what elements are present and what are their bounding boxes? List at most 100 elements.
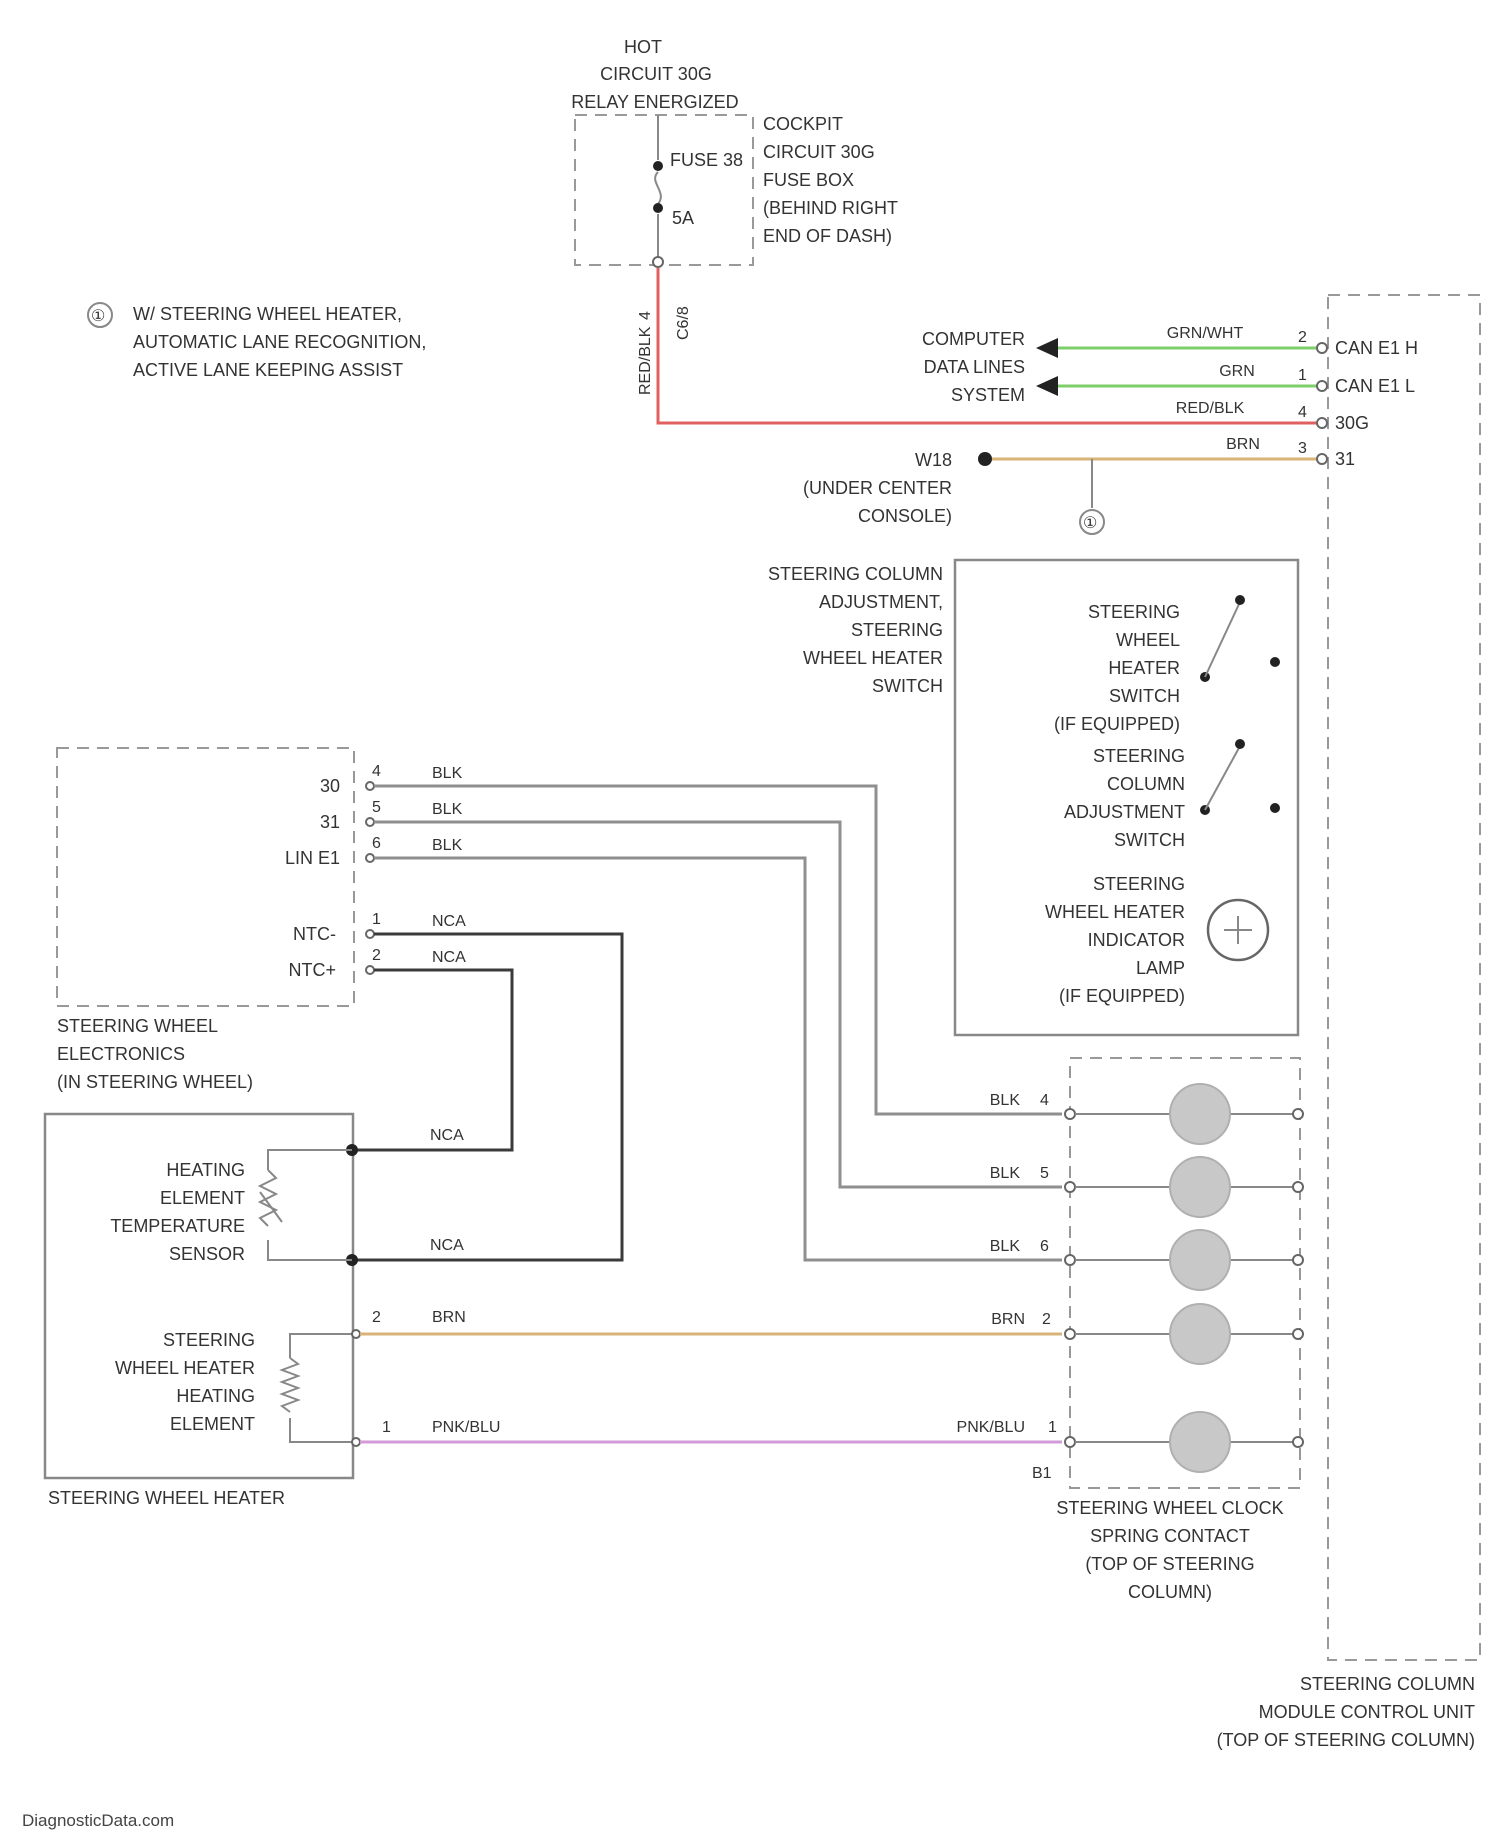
fuse-symbol — [655, 172, 661, 204]
lamp-label-4: LAMP — [1136, 958, 1185, 978]
switch-title-5: SWITCH — [872, 676, 943, 696]
steering-wheel-electronics: 30 31 LIN E1 NTC- NTC+ 4 5 6 1 2 BLK BLK… — [57, 748, 466, 1092]
sccm-pins: CAN E1 H CAN E1 L 30G 31 — [1317, 338, 1418, 469]
sensor-label-4: SENSOR — [169, 1244, 245, 1264]
sccm-pin-can-h — [1317, 343, 1327, 353]
electronics-wire-color-1: BLK — [432, 765, 463, 782]
ground-marker: ① — [1083, 515, 1097, 532]
clock-pin-out-3 — [1293, 1255, 1303, 1265]
clock-spring-ring-3 — [1170, 1230, 1230, 1290]
electronics-pin-num-1: 1 — [372, 911, 381, 928]
clock-spring-ring-1 — [1170, 1084, 1230, 1144]
fuse-terminal-top — [653, 161, 663, 171]
nca-top-label: NCA — [430, 1127, 464, 1144]
fuse-box-label-4: (BEHIND RIGHT — [763, 198, 898, 218]
element-lead-top — [290, 1334, 352, 1358]
electronics-pin-num-6: 6 — [372, 835, 381, 852]
watermark: DiagnosticData.com — [22, 1811, 174, 1830]
electronics-pin-label-30: 30 — [320, 776, 340, 796]
clock-pin-in-5 — [1065, 1437, 1075, 1447]
clock-title-4: COLUMN) — [1128, 1582, 1212, 1602]
sccm-pin-can-l — [1317, 381, 1327, 391]
heater-switch-label-1: STEERING — [1088, 602, 1180, 622]
clock-row-4-pin: 2 — [1042, 1311, 1051, 1328]
electronics-pin-label-ntc-minus: NTC- — [293, 924, 336, 944]
electronics-pin-4 — [366, 782, 374, 790]
sccm-title-3: (TOP OF STEERING COLUMN) — [1217, 1730, 1475, 1750]
clock-pin-in-1 — [1065, 1109, 1075, 1119]
clock-pin-in-3 — [1065, 1255, 1075, 1265]
clock-title-3: (TOP OF STEERING — [1085, 1554, 1254, 1574]
electronics-pin-1 — [366, 930, 374, 938]
clock-row-4-color: BRN — [991, 1311, 1025, 1328]
electronics-wire-color-5: NCA — [432, 949, 466, 966]
lamp-label-5: (IF EQUIPPED) — [1059, 986, 1185, 1006]
sccm-title: STEERING COLUMN MODULE CONTROL UNIT (TOP… — [1217, 1674, 1475, 1750]
heater-switch-label-2: WHEEL — [1116, 630, 1180, 650]
electronics-pin-5 — [366, 818, 374, 826]
bus-label-3: SYSTEM — [951, 385, 1025, 405]
electronics-pin-label-ntc-plus: NTC+ — [288, 960, 336, 980]
clock-spring-ring-2 — [1170, 1157, 1230, 1217]
can-h-color: GRN/WHT — [1167, 325, 1244, 342]
electronics-pin-6 — [366, 854, 374, 862]
sensor-resistor-icon — [260, 1170, 282, 1226]
heater-switch-label-3: HEATER — [1108, 658, 1180, 678]
sccm-title-1: STEERING COLUMN — [1300, 1674, 1475, 1694]
clock-pin-in-2 — [1065, 1182, 1075, 1192]
red-wire-color: RED/BLK — [1176, 400, 1245, 417]
heater-switch-blade-tip — [1235, 595, 1245, 605]
wire-ntc-minus — [352, 934, 622, 1260]
fuse-box-outline — [575, 115, 753, 265]
electronics-title-2: ELECTRONICS — [57, 1044, 185, 1064]
can-l-pin: 1 — [1298, 367, 1307, 384]
fuse-amps: 5A — [672, 208, 694, 228]
clock-row-5-pin: 1 — [1048, 1419, 1057, 1436]
lamp-label-2: WHEEL HEATER — [1045, 902, 1185, 922]
electronics-pin-label-lin: LIN E1 — [285, 848, 340, 868]
ground-point — [978, 452, 992, 466]
fuse-box-label-5: END OF DASH) — [763, 226, 892, 246]
heater-pin-num-1: 1 — [382, 1419, 391, 1436]
clock-row-3-pin: 6 — [1040, 1238, 1049, 1255]
clock-spring-ring-5 — [1170, 1412, 1230, 1472]
column-switch-blade-tip — [1235, 739, 1245, 749]
can-h-pin: 2 — [1298, 329, 1307, 346]
electronics-title-1: STEERING WHEEL — [57, 1016, 218, 1036]
hot-label-1: HOT — [624, 37, 662, 57]
ground-wire-pin: 3 — [1298, 440, 1307, 457]
ground-label: W18 — [915, 450, 952, 470]
element-label-3: HEATING — [176, 1386, 255, 1406]
bus-arrow-1 — [1036, 338, 1058, 358]
clock-pin-out-5 — [1293, 1437, 1303, 1447]
clock-row-2-color: BLK — [990, 1165, 1021, 1182]
heater-title: STEERING WHEEL HEATER — [48, 1488, 285, 1508]
switch-assembly: STEERING COLUMN ADJUSTMENT, STEERING WHE… — [768, 560, 1298, 1035]
electronics-pin-num-4: 4 — [372, 763, 381, 780]
ground-location-2: CONSOLE) — [858, 506, 952, 526]
heater-pin-1 — [352, 1438, 360, 1446]
wire-lin-blk — [374, 858, 1062, 1260]
electronics-pin-num-2: 2 — [372, 947, 381, 964]
column-switch-label-1: STEERING — [1093, 746, 1185, 766]
ground-location-1: (UNDER CENTER — [803, 478, 952, 498]
sccm-pin-label-can-h: CAN E1 H — [1335, 338, 1418, 358]
sensor-label-3: TEMPERATURE — [110, 1216, 245, 1236]
sccm-pin-30g — [1317, 418, 1327, 428]
power-connector-code: C6/8 — [675, 306, 692, 340]
element-label-2: WHEEL HEATER — [115, 1358, 255, 1378]
clock-title-1: STEERING WHEEL CLOCK — [1056, 1498, 1283, 1518]
clock-row-1-color: BLK — [990, 1092, 1021, 1109]
sensor-label-2: ELEMENT — [160, 1188, 245, 1208]
electronics-pin-num-5: 5 — [372, 799, 381, 816]
switch-title-4: WHEEL HEATER — [803, 648, 943, 668]
sensor-lead-top — [268, 1150, 352, 1170]
sccm-pin-31 — [1317, 454, 1327, 464]
clock-connector: B1 — [1032, 1465, 1052, 1482]
clock-pin-out-2 — [1293, 1182, 1303, 1192]
clock-row-1-pin: 4 — [1040, 1092, 1049, 1109]
lamp-label-3: INDICATOR — [1088, 930, 1185, 950]
electronics-title-3: (IN STEERING WHEEL) — [57, 1072, 253, 1092]
fuse-box-label-1: COCKPIT — [763, 114, 843, 134]
sensor-lead-bottom — [268, 1240, 352, 1260]
